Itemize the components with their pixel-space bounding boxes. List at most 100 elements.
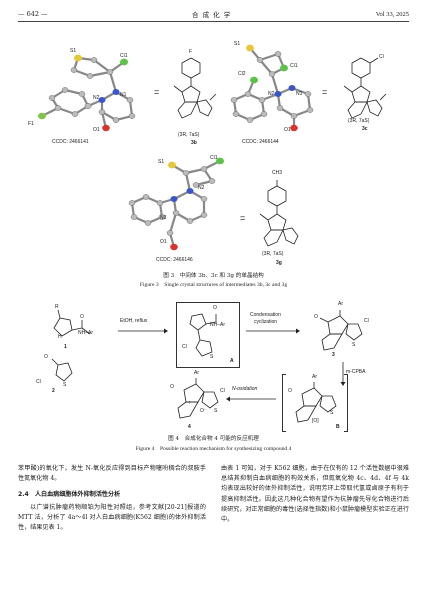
reactant-o: O bbox=[80, 314, 84, 320]
header-rule bbox=[18, 21, 409, 22]
reactant-r-group: R bbox=[55, 304, 59, 310]
ccdc-number: CCDC: 2466141 bbox=[52, 139, 89, 145]
product-4-o: O bbox=[170, 384, 174, 390]
compound-stereo: (3R, 7aS) bbox=[178, 132, 200, 138]
compound-number: 3b bbox=[191, 140, 197, 146]
intermediate-a-o: O bbox=[213, 305, 217, 311]
reactant-nh: H bbox=[58, 334, 62, 340]
intermediate-b-ar: Ar bbox=[312, 374, 317, 380]
condition-step-3: m-CPBA bbox=[346, 369, 366, 375]
intermediate-b-o: O bbox=[288, 388, 292, 394]
atom-label: N2 bbox=[198, 185, 205, 191]
structure-3c bbox=[343, 57, 387, 119]
compound-stereo: (3R, 7aS) bbox=[348, 118, 370, 124]
intermediate-3-o: O bbox=[314, 314, 318, 320]
equals-sign: = bbox=[240, 213, 246, 223]
intermediate-b-label: B bbox=[336, 424, 340, 430]
paragraph: 以广谱抗肿瘤药物顺铂为阳性对照组，参考文献[20-21]报道的 MTT 法，分析… bbox=[18, 503, 206, 532]
figure-3-caption-cn: 图 3 中间体 3b、3c 和 3g 的单晶结构 bbox=[163, 273, 264, 279]
reactant-1-structure bbox=[53, 309, 91, 337]
intermediate-a-bracket bbox=[176, 302, 240, 368]
reactant-2-cl: Cl bbox=[36, 379, 41, 385]
product-4-cl: Cl bbox=[220, 388, 225, 394]
atom-label: N3 bbox=[160, 215, 167, 221]
compound-number: 3c bbox=[362, 126, 368, 132]
arrow-step-4 bbox=[226, 396, 276, 402]
atom-label: O1 bbox=[93, 127, 100, 133]
atom-label: Cl1 bbox=[290, 63, 298, 69]
intermediate-b-s: S bbox=[330, 410, 334, 416]
running-header: — 642 — 合 成 化 学 Vol 33, 2025 bbox=[18, 8, 409, 20]
compound-1-label: 1 bbox=[64, 344, 67, 350]
atom-label: S1 bbox=[70, 48, 77, 54]
intermediate-3-structure bbox=[319, 310, 363, 351]
compound-stereo: (3R, 7aS) bbox=[262, 251, 284, 257]
paragraph: 苯甲酸)的氧化下，发生 N-氧化反应得到目标产物噻吩稠合的叔胺手性氮氧化物 4。 bbox=[18, 465, 206, 483]
structure-3g bbox=[259, 180, 299, 247]
product-4-plus: + bbox=[188, 400, 191, 406]
arrow-step-3 bbox=[340, 362, 346, 386]
product-4-ar: Ar bbox=[194, 370, 199, 376]
reactant-2-o: O bbox=[44, 354, 48, 360]
atom-label: Cl2 bbox=[238, 71, 246, 77]
condition-step-4: N-oxidation bbox=[232, 386, 258, 392]
left-column: 苯甲酸)的氧化下，发生 N-氧化反应得到目标产物噻吩稠合的叔胺手性氮氧化物 4。… bbox=[18, 464, 206, 533]
atom-label: F1 bbox=[28, 121, 34, 127]
product-4-s: S bbox=[214, 408, 218, 414]
equals-sign: = bbox=[322, 87, 328, 97]
section-heading: 2.4 人白血病细胞体外抑制活性分析 bbox=[18, 491, 121, 499]
ccdc-number: CCDC: 2466144 bbox=[242, 139, 279, 145]
intermediate-b-bracket-right bbox=[344, 374, 348, 432]
intermediate-a-amide: NH–Ar bbox=[210, 322, 226, 328]
intermediate-3-cl: Cl bbox=[364, 318, 369, 324]
product-4-oxide: O⁻ bbox=[200, 408, 207, 414]
atom-label: N1 bbox=[120, 92, 127, 98]
atom-label: O1 bbox=[284, 127, 291, 133]
crystal-structure-3g bbox=[128, 157, 224, 251]
intermediate-a-label: A bbox=[230, 358, 234, 364]
intermediate-a-bracket-left bbox=[176, 302, 180, 368]
compound-3-label: 3 bbox=[332, 352, 335, 358]
condition-step-2a: Condensation bbox=[250, 312, 281, 318]
ccdc-number: CCDC: 2466146 bbox=[156, 257, 193, 263]
reactant-2-s: S bbox=[63, 382, 67, 388]
atom-label: N1 bbox=[296, 91, 303, 97]
intermediate-a-structure bbox=[189, 313, 217, 357]
reactant-amide: NH–Ar bbox=[78, 330, 94, 336]
figure-3: S1 Cl1 N2 N1 F1 O1 CCDC: 2466141 = F (3R… bbox=[0, 0, 427, 280]
crystal-structure-3b bbox=[38, 54, 136, 132]
journal-title: 合 成 化 学 bbox=[192, 11, 232, 19]
intermediate-a-s: S bbox=[210, 354, 214, 360]
structure-3b bbox=[173, 57, 217, 119]
atom-label: N2 bbox=[268, 91, 275, 97]
atom-label: O1 bbox=[160, 239, 167, 245]
volume-info: Vol 33, 2025 bbox=[375, 10, 409, 18]
intermediate-b-structure bbox=[295, 382, 337, 423]
compound-2-label: 2 bbox=[52, 388, 55, 394]
condition-step-2b: cyclization bbox=[254, 319, 278, 325]
arrow-step-1 bbox=[118, 328, 168, 334]
oxidant-label: [O] bbox=[312, 418, 319, 424]
paragraph: 由表 1 可知，对于 K562 细胞，由于在仅有的 12 个活性数据中很难总结其… bbox=[221, 465, 409, 524]
crystal-structure-3c bbox=[230, 44, 314, 132]
compound-number: 3g bbox=[276, 260, 282, 266]
figure-4: R H O NH–Ar 1 O Cl S 2 EtOH, reflux O NH… bbox=[0, 300, 427, 435]
atom-label: Cl1 bbox=[120, 53, 128, 59]
intermediate-b-bracket-left bbox=[282, 374, 286, 432]
condition-step-1: EtOH, reflux bbox=[120, 318, 148, 324]
atom-label: Cl1 bbox=[210, 155, 218, 161]
intermediate-a-cl: Cl bbox=[182, 344, 187, 350]
figure-3-caption-en: Figure 3 Single crystal structures of in… bbox=[139, 282, 288, 288]
intermediate-3-s: S bbox=[352, 342, 356, 348]
substituent-ch3: CH3 bbox=[272, 170, 283, 176]
substituent-f: F bbox=[189, 49, 193, 55]
equals-sign: = bbox=[154, 87, 160, 97]
atom-label: N2 bbox=[93, 95, 100, 101]
intermediate-a-bracket-right bbox=[236, 302, 240, 368]
page-number: — 642 — bbox=[18, 10, 48, 18]
atom-label: S1 bbox=[234, 41, 241, 47]
right-column: 由表 1 可知，对于 K562 细胞，由于在仅有的 12 个活性数据中很难总结其… bbox=[221, 464, 409, 525]
reactant-2-structure bbox=[51, 358, 73, 382]
arrow-step-2 bbox=[246, 328, 300, 334]
product-4-structure bbox=[177, 378, 219, 419]
